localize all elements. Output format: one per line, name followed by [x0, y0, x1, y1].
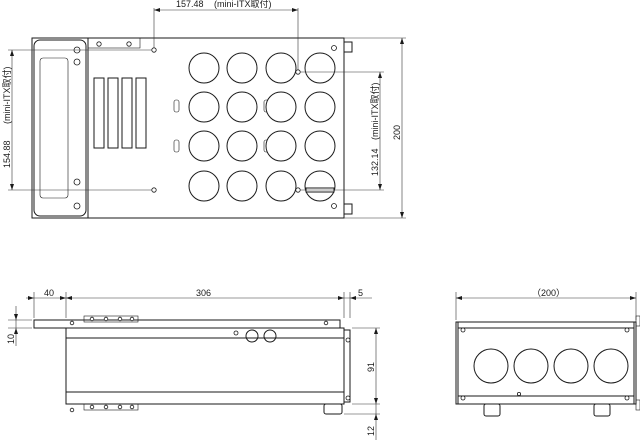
side-view-dimensions [8, 292, 380, 440]
dim-10: 10 [6, 334, 16, 344]
dim-12: 12 [366, 426, 376, 436]
end-view-dimensions [455, 292, 637, 320]
vent-holes [188, 52, 336, 202]
handle [33, 39, 87, 217]
dim-154-88: 154.88 [2, 140, 12, 168]
dim-200-vertical: 200 [392, 125, 402, 140]
mounting-screws [73, 41, 337, 210]
dim-200-horizontal: （200） [532, 288, 565, 298]
top-view [31, 37, 353, 219]
dim-40: 40 [44, 288, 54, 298]
dim-157-48: 157.48 [176, 0, 204, 9]
dim-5: 5 [358, 288, 363, 298]
side-view [33, 315, 351, 415]
dim-91: 91 [366, 362, 376, 372]
dim-132-14-note: (mini-ITX取付) [370, 83, 380, 141]
side-body [65, 327, 345, 405]
dim-132-14: 132.14 [370, 148, 380, 176]
end-vent-holes [473, 348, 629, 384]
end-view [455, 315, 640, 417]
dim-154-88-note: (mini-ITX取付) [2, 67, 12, 125]
top-view-dimensions [8, 8, 406, 219]
end-body [455, 321, 637, 405]
dim-306: 306 [196, 288, 211, 298]
expansion-slots [93, 77, 147, 149]
dim-157-48-note: (mini-ITX取付) [214, 0, 272, 9]
